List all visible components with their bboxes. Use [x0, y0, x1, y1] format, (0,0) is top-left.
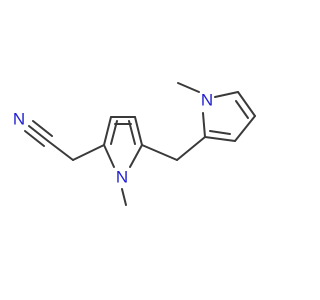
bond-ch2-to-ring1-c2	[72, 144, 105, 161]
bond-ring2-c2-n1	[202, 112, 206, 138]
bond-ring2-c3-c2-inner	[209, 130, 231, 135]
bond-ring1-c3-c2-inner	[110, 120, 118, 145]
pyrrole-ring-1	[103, 116, 143, 206]
bond-ring1-c5-to-bridge-ch2	[141, 144, 178, 161]
bond-ring1-n-methyl	[121, 188, 127, 206]
bond-nitrile-to-ch2	[47, 140, 74, 161]
bond-ring2-n1-c5	[214, 91, 239, 98]
pyrrole-ring-2	[177, 82, 256, 142]
chemical-structure-diagram: N N N	[0, 0, 300, 300]
atom-label-ring1-n: N	[116, 167, 128, 186]
bond-bridge-ch2-to-ring2-c2	[176, 136, 206, 161]
bond-nitrile-triple-2	[32, 120, 53, 137]
bond-ring1-c3-c2	[103, 116, 112, 146]
bond-ring2-n-methyl	[177, 82, 200, 93]
canvas-background	[0, 0, 300, 300]
bond-ring2-c4-c3	[234, 115, 256, 142]
bond-ring1-c5-c4	[134, 116, 143, 146]
bond-nitrile-triple-1	[28, 125, 49, 142]
bond-ring2-c3-c2	[204, 136, 236, 142]
bond-nitrile-triple-3	[24, 130, 45, 147]
atom-label-ring2-n: N	[201, 90, 213, 109]
atom-label-nitrile-n: N	[13, 109, 25, 128]
bond-ring1-n1-c5	[129, 144, 143, 168]
nitrile-group	[24, 120, 74, 161]
bond-ring1-c2-n1	[103, 144, 115, 168]
bond-ring2-c5-c4-inner	[235, 100, 249, 119]
bond-ring1-c5-c4-inner	[128, 120, 136, 145]
bond-ring2-c5-c4	[237, 91, 256, 117]
